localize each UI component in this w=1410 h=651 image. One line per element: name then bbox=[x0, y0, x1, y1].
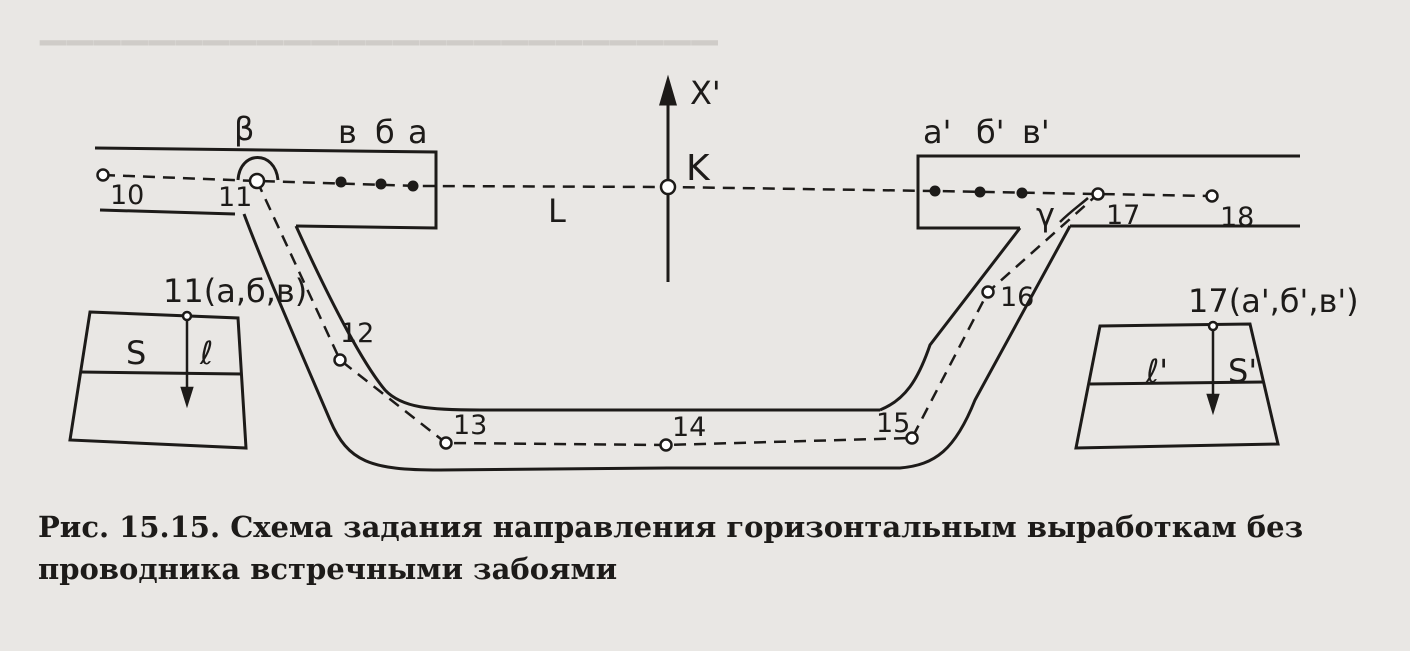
point-label-v-prime: в' bbox=[1022, 113, 1050, 151]
center-label: K bbox=[686, 148, 711, 189]
right-plumb-points bbox=[929, 185, 1028, 199]
station-18: 18 bbox=[1220, 202, 1254, 233]
station-10: 10 bbox=[110, 180, 144, 211]
station-13: 13 bbox=[453, 410, 487, 441]
beta-angle-arc bbox=[236, 156, 280, 181]
right-upper-drift bbox=[916, 154, 1300, 230]
mine-survey-diagram: X' K L β γ в б а а' б' в' bbox=[68, 74, 1359, 472]
beta-label: β bbox=[234, 110, 254, 148]
station-12: 12 bbox=[340, 318, 374, 349]
right-inclined-working bbox=[668, 225, 1072, 470]
left-upper-drift bbox=[94, 146, 438, 230]
point-label-b: б bbox=[375, 113, 395, 151]
station-15: 15 bbox=[876, 408, 910, 439]
point-label-a-prime: а' bbox=[923, 113, 951, 151]
point-label-a: а bbox=[408, 113, 428, 151]
left-shaft-label: 11(а,б,в) bbox=[163, 272, 307, 310]
figure-number: Рис. 15.15. bbox=[38, 510, 221, 544]
left-plumb-points bbox=[335, 176, 419, 192]
station-14: 14 bbox=[672, 412, 706, 443]
left-shaft-plumb bbox=[180, 310, 194, 409]
right-shaft-label: 17(а',б',в') bbox=[1188, 282, 1359, 320]
left-shaft-s-label: S bbox=[126, 334, 146, 372]
point-label-v: в bbox=[338, 113, 357, 151]
station-17: 17 bbox=[1106, 200, 1140, 231]
point-label-b-prime: б' bbox=[976, 113, 1005, 151]
left-shaft-l-label: ℓ bbox=[199, 334, 213, 372]
figure-caption-text: Схема задания направления горизонтальным… bbox=[38, 510, 1304, 586]
right-shaft-s-label: S' bbox=[1228, 352, 1257, 390]
distance-label: L bbox=[548, 192, 566, 230]
figure-caption: Рис. 15.15. Схема задания направления го… bbox=[38, 506, 1378, 590]
gamma-angle-arc bbox=[1059, 197, 1089, 223]
station-11: 11 bbox=[218, 182, 252, 213]
left-inclined-working bbox=[242, 213, 880, 472]
bleed-through-line: ▁▁▁▁▁▁▁▁▁▁▁▁▁▁▁▁▁▁▁▁▁▁▁▁▁ bbox=[40, 6, 719, 46]
axis-label: X' bbox=[690, 74, 721, 112]
station-16: 16 bbox=[1000, 282, 1034, 313]
gamma-label: γ bbox=[1036, 196, 1055, 234]
left-shaft bbox=[68, 310, 248, 450]
right-shaft-l-label: ℓ' bbox=[1145, 352, 1168, 390]
right-shaft-plumb bbox=[1206, 320, 1220, 416]
traverse-stations bbox=[96, 168, 1219, 452]
right-shaft bbox=[1074, 322, 1280, 450]
